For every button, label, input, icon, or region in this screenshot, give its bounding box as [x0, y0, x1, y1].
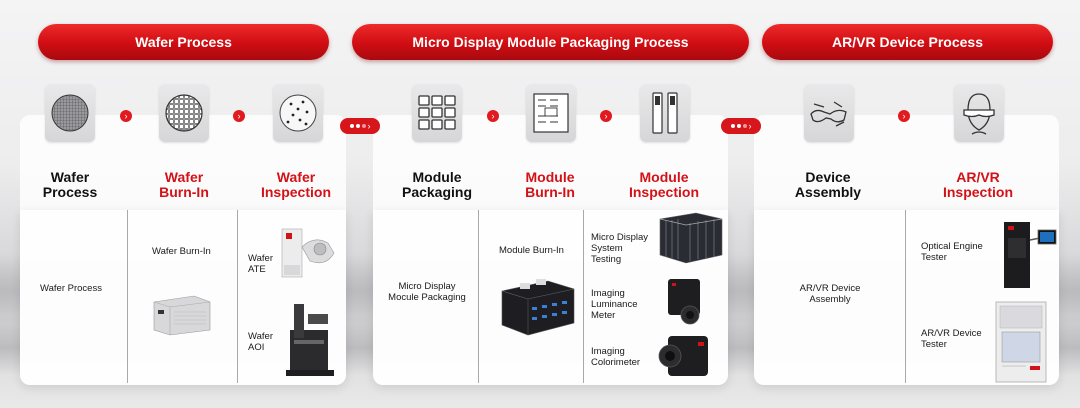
column-divider [583, 210, 584, 383]
headset-icon [954, 84, 1004, 142]
module-burn-in-machine-image [498, 275, 576, 337]
column-divider [127, 210, 128, 383]
column-divider [237, 210, 238, 383]
wafer-burn-in-machine-image [150, 290, 212, 336]
equipment-label-wafer-burn-in: Wafer Burn-In [152, 246, 211, 257]
module-grid-icon [412, 84, 462, 142]
micro-display-system-testing-image [656, 209, 726, 265]
arrow-right-icon: › [487, 110, 499, 122]
wafer-ate-machine-image [278, 221, 338, 281]
equipment-label-wafer-process: Wafer Process [40, 283, 102, 294]
column-divider [905, 210, 906, 383]
imaging-luminance-meter-image [664, 275, 708, 325]
arrow-right-icon: › [898, 110, 910, 122]
arrow-right-icon: › [600, 110, 612, 122]
header-arvr-device-process: AR/VR Device Process [762, 24, 1053, 60]
imaging-colorimeter-image [656, 330, 712, 382]
wafer-grid-icon [45, 84, 95, 142]
wafer-inspection-icon [273, 84, 323, 142]
header-module-packaging-process: Micro Display Module Packaging Process [352, 24, 749, 60]
wafer-burn-in-icon [159, 84, 209, 142]
module-inspection-icon [640, 84, 690, 142]
panel-connector: › [721, 118, 761, 134]
optical-engine-tester-image [998, 218, 1058, 290]
panel-connector: › [340, 118, 380, 134]
header-wafer-process: Wafer Process [38, 24, 329, 60]
arrow-right-icon: › [233, 110, 245, 122]
module-burn-in-icon [526, 84, 576, 142]
equipment-label-module-burn-in: Module Burn-In [499, 245, 564, 256]
arrow-right-icon: › [120, 110, 132, 122]
wafer-aoi-machine-image [282, 300, 338, 380]
arvr-device-tester-image [990, 296, 1052, 386]
column-divider [478, 210, 479, 383]
glasses-icon [804, 84, 854, 142]
